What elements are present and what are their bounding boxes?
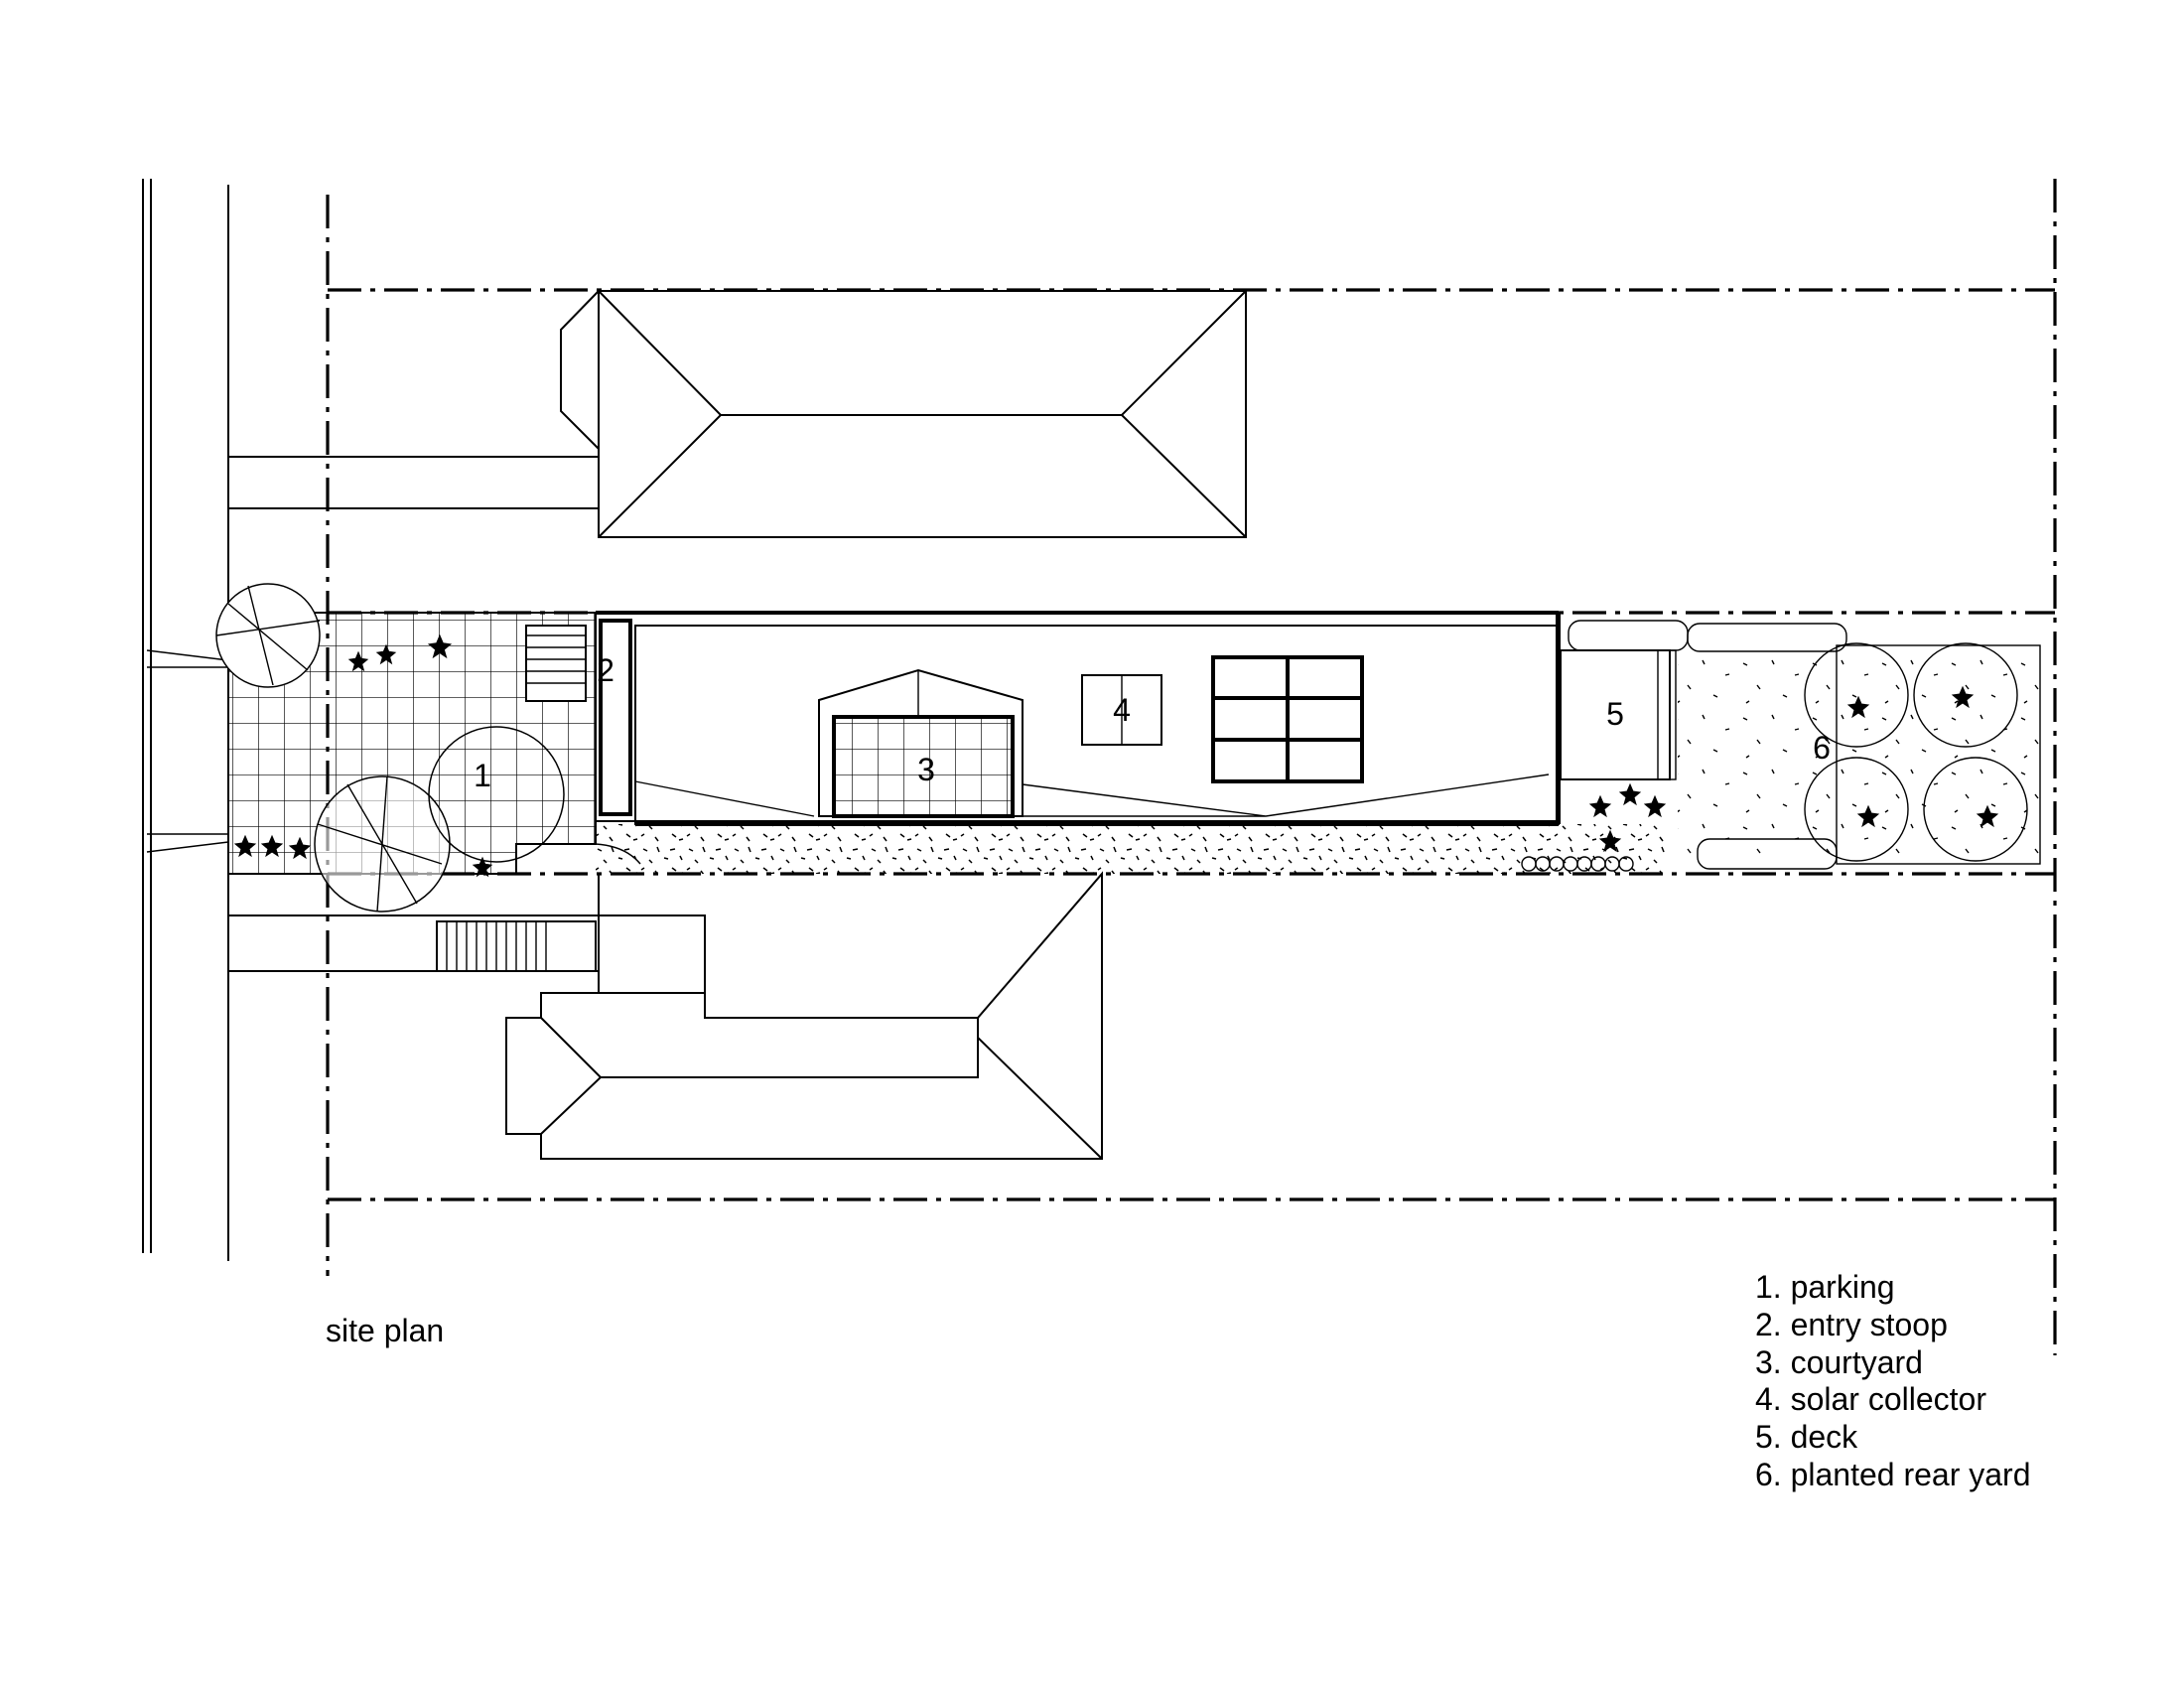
planted-rear-yard xyxy=(1521,620,2045,872)
legend-item: 5. deck xyxy=(1755,1419,1858,1456)
legend-item: 6. planted rear yard xyxy=(1755,1456,2031,1492)
legend-item: 1. parking xyxy=(1755,1269,1895,1305)
neighbor-house-south xyxy=(228,871,1103,1160)
legend-item: 4. solar collector xyxy=(1755,1381,1986,1418)
parking-area xyxy=(215,583,597,913)
label-solar-collector: 4 xyxy=(1113,692,1131,728)
label-entry-stoop: 2 xyxy=(597,652,614,688)
neighbor-house-north xyxy=(228,290,1247,538)
street-lines xyxy=(142,179,229,1261)
legend-item: 2. entry stoop xyxy=(1755,1306,1948,1342)
label-planted-rear-yard: 6 xyxy=(1813,730,1831,766)
legend: 1. parking 2. entry stoop 3. courtyard 4… xyxy=(1755,1269,2031,1494)
label-courtyard: 3 xyxy=(917,752,935,787)
side-path xyxy=(595,824,1668,874)
legend-item: 3. courtyard xyxy=(1755,1343,1923,1380)
main-house xyxy=(595,611,1561,826)
drawing-title: site plan xyxy=(326,1313,445,1348)
deck xyxy=(1560,649,1677,852)
label-deck: 5 xyxy=(1606,696,1624,732)
label-parking: 1 xyxy=(474,758,491,793)
